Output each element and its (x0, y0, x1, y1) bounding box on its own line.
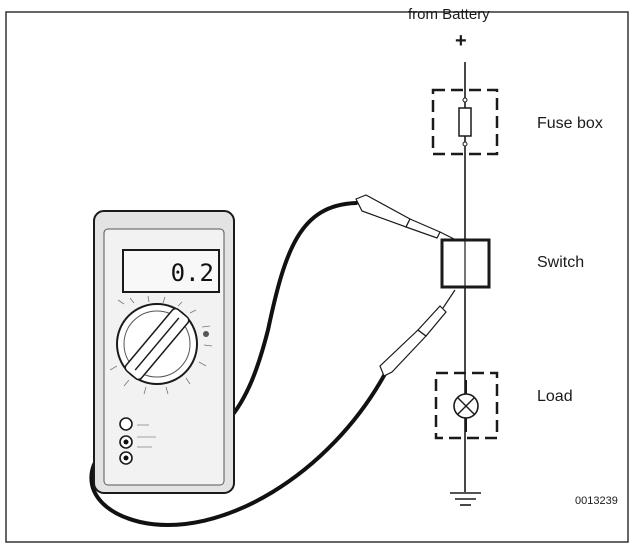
meter-reading: 0.2 (170, 259, 214, 287)
load-box (434, 371, 499, 440)
fuse-box-label: Fuse box (537, 115, 603, 132)
source-label: from Battery (408, 6, 490, 23)
probe-lower (379, 289, 456, 377)
meter-display-frame (122, 249, 220, 293)
diagram-frame (5, 11, 629, 543)
load-label: Load (537, 388, 573, 405)
probe-upper (355, 194, 457, 241)
dial-pointer (124, 307, 190, 381)
jack-top (119, 417, 133, 431)
switch-box (440, 238, 491, 289)
ground-icon (450, 492, 481, 506)
switch-label: Switch (537, 254, 585, 271)
multimeter (93, 210, 235, 494)
polarity-label: + (455, 30, 467, 52)
figure-code: 0013239 (575, 495, 618, 507)
fuse-icon (458, 107, 472, 137)
meter-range-markings (109, 295, 213, 395)
fuse-box (431, 88, 499, 156)
